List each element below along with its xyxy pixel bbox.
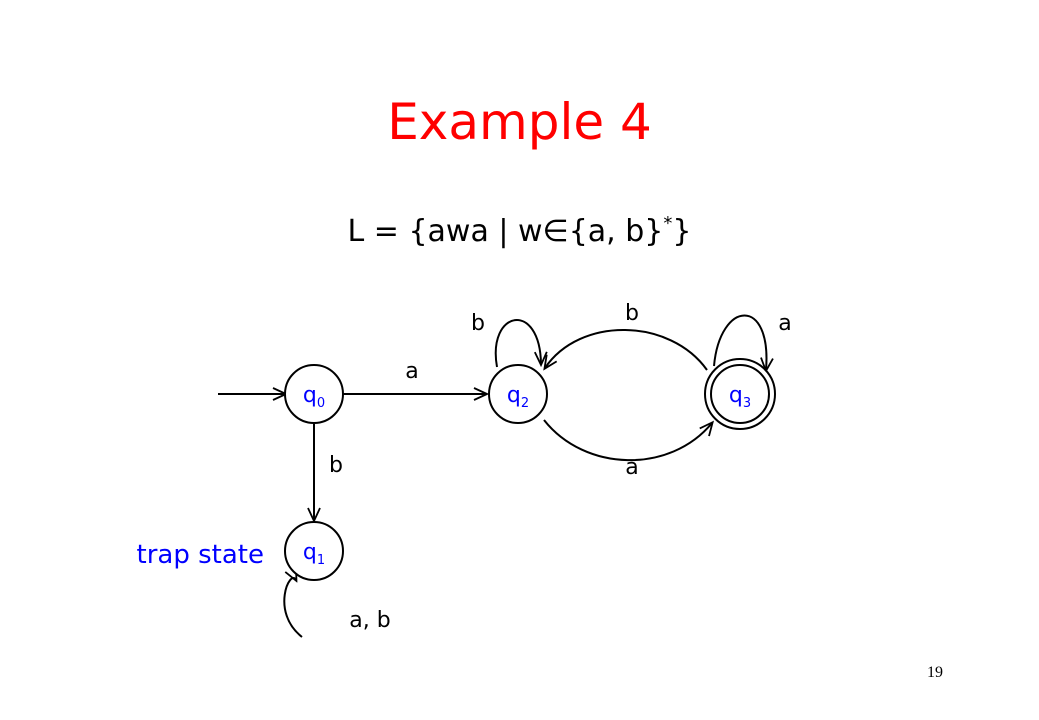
edge-q3-self-loop: [713, 314, 766, 371]
element-of-symbol: ∈: [542, 214, 569, 249]
label-q0-q1: b: [329, 453, 343, 478]
state-q1-label: q1: [303, 540, 325, 568]
label-q2-q3: a: [625, 455, 638, 480]
state-q3: [704, 358, 776, 430]
language-suffix: }: [672, 214, 692, 249]
label-q2-self-loop: b: [471, 311, 485, 336]
edge-q1-self-loop: [283, 578, 303, 638]
state-q0: [284, 364, 344, 424]
label-q3-q2: b: [625, 301, 639, 326]
edge-q2-self-loop: [494, 319, 541, 368]
state-q3-accept-ring: [710, 364, 770, 424]
slide-title: Example 4: [387, 93, 652, 151]
trap-state-label: trap state: [137, 540, 264, 570]
state-q0-label: q0: [303, 383, 325, 411]
state-q2-label: q2: [507, 383, 529, 411]
language-definition: L = {awa | w∈{a, b}*}: [0, 212, 1039, 252]
label-q1-self-loop: a, b: [349, 608, 390, 633]
label-q0-q2: a: [405, 359, 418, 384]
slide-number: 19: [927, 664, 943, 681]
language-prefix: L = {awa | w: [347, 214, 543, 249]
label-q3-self-loop: a: [778, 311, 791, 336]
language-alphabet-set: {a, b}: [568, 214, 664, 249]
edge-q3-q2: [545, 329, 708, 370]
state-q1: [284, 521, 344, 581]
kleene-star: *: [663, 213, 673, 234]
edge-q2-q3: [543, 419, 712, 462]
state-q2: [488, 364, 548, 424]
state-q3-label: q3: [729, 383, 751, 411]
